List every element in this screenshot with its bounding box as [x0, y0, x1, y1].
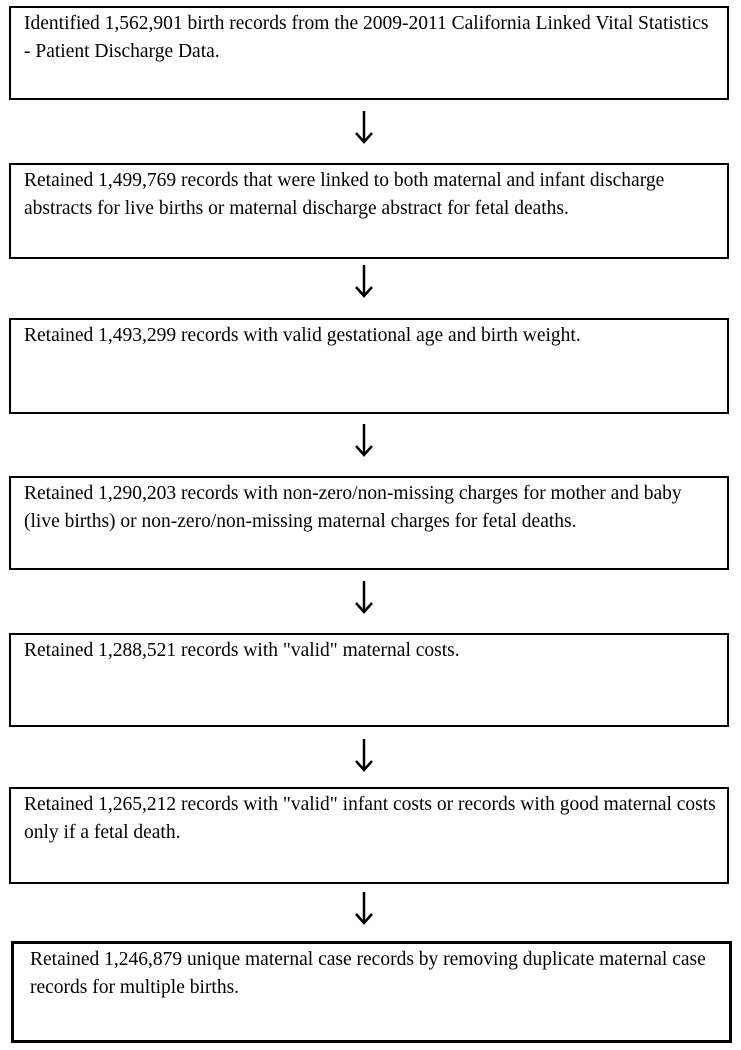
- step-2-text: Retained 1,499,769 records that were lin…: [24, 170, 665, 219]
- flowchart-step-4: Retained 1,290,203 records with non-zero…: [9, 476, 729, 570]
- step-3-text: Retained 1,493,299 records with valid ge…: [24, 325, 581, 346]
- flowchart-step-2: Retained 1,499,769 records that were lin…: [9, 163, 729, 259]
- arrow-down-icon: [354, 739, 374, 773]
- arrow-down-icon: [354, 581, 374, 615]
- arrow-down-icon: [354, 265, 374, 299]
- arrow-down-icon: [354, 111, 374, 145]
- flowchart-step-1: Identified 1,562,901 birth records from …: [9, 6, 729, 100]
- step-4-text: Retained 1,290,203 records with non-zero…: [24, 483, 682, 532]
- step-5-text: Retained 1,288,521 records with "valid" …: [24, 640, 460, 661]
- arrow-down-icon: [354, 892, 374, 926]
- flowchart-step-6: Retained 1,265,212 records with "valid" …: [9, 787, 729, 884]
- flowchart-step-3: Retained 1,493,299 records with valid ge…: [9, 318, 729, 414]
- flowchart-step-5: Retained 1,288,521 records with "valid" …: [9, 633, 729, 727]
- step-7-text: Retained 1,246,879 unique maternal case …: [30, 949, 706, 998]
- step-6-text: Retained 1,265,212 records with "valid" …: [24, 794, 716, 843]
- step-1-text: Identified 1,562,901 birth records from …: [24, 13, 709, 62]
- arrow-down-icon: [354, 424, 374, 458]
- flowchart-step-7: Retained 1,246,879 unique maternal case …: [11, 941, 732, 1043]
